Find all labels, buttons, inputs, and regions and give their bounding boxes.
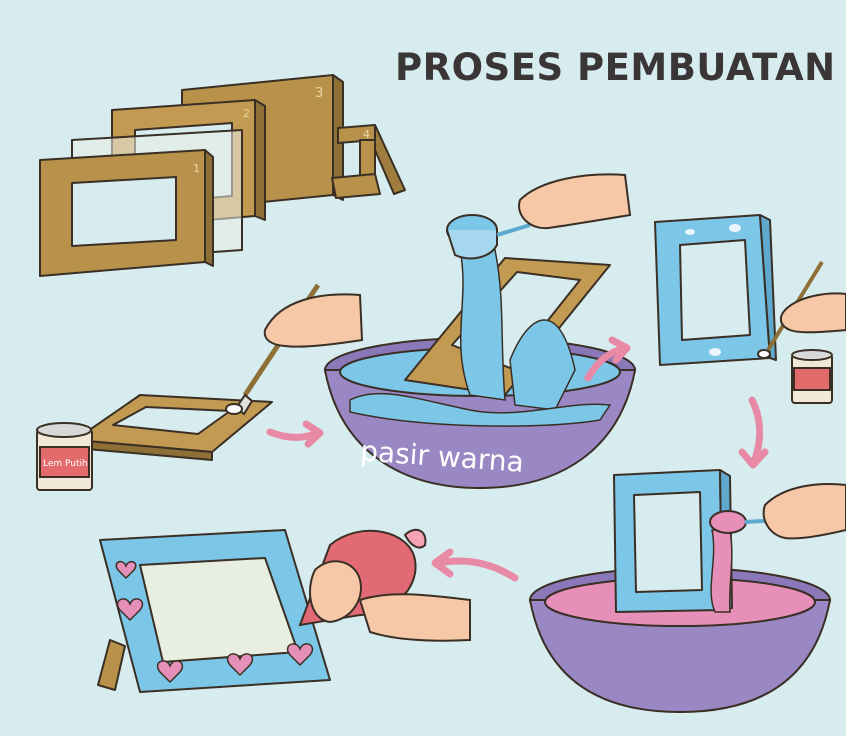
cardboard-layers-icon xyxy=(40,75,405,276)
scoop-icon xyxy=(447,215,530,258)
layer-number-4: 4 xyxy=(363,128,370,141)
arrow-icon xyxy=(742,400,765,465)
arrow-icon xyxy=(270,424,320,444)
layer-number-2: 2 xyxy=(243,107,250,120)
arrow-icon xyxy=(435,552,515,578)
layer-number-3: 3 xyxy=(315,86,323,101)
hand-icon xyxy=(764,484,846,538)
glue-can-icon xyxy=(792,350,832,403)
glue-can-icon xyxy=(37,423,92,490)
blue-frame xyxy=(655,215,776,365)
pink-sand-pour xyxy=(711,530,732,612)
hand-icon xyxy=(781,293,846,332)
hand-icon xyxy=(519,174,630,228)
hand-icon xyxy=(265,294,362,346)
glue-can-label: Lem Putih xyxy=(43,459,88,469)
layer-number-1: 1 xyxy=(193,162,200,175)
